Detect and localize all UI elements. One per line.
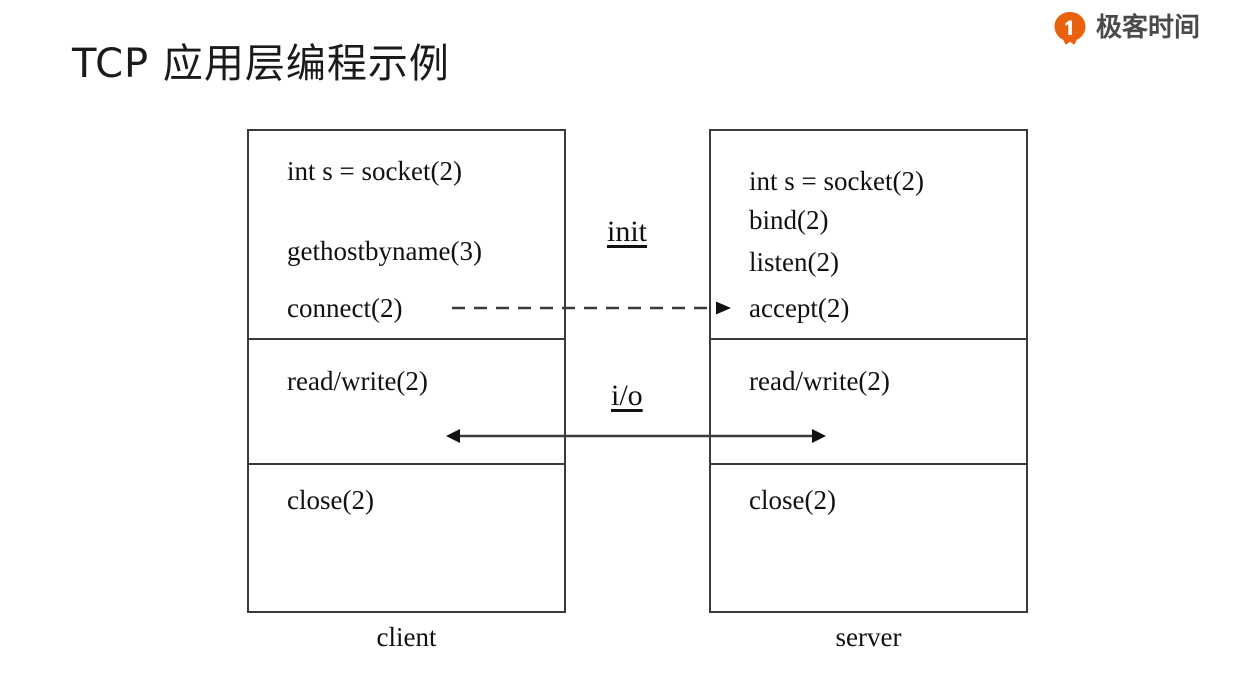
- init-phase-label: init: [607, 215, 648, 248]
- client-init-line-2: gethostbyname(3): [287, 236, 482, 266]
- client-close-line-1: close(2): [287, 485, 374, 515]
- server-io-line-1: read/write(2): [749, 366, 890, 396]
- server-init-line-4: accept(2): [749, 293, 850, 323]
- io-bidirectional-arrow-icon: [446, 426, 826, 446]
- io-phase-label: i/o: [611, 379, 643, 412]
- server-io-section: read/write(2): [711, 340, 1026, 465]
- server-init-section: int s = socket(2) bind(2) listen(2) acce…: [711, 131, 1026, 340]
- server-caption: server: [835, 622, 902, 652]
- client-io-section: read/write(2): [249, 340, 564, 465]
- client-init-section: int s = socket(2) gethostbyname(3) conne…: [249, 131, 564, 340]
- client-init-line-1: int s = socket(2): [287, 156, 462, 186]
- client-close-section: close(2): [249, 465, 564, 611]
- server-close-section: close(2): [711, 465, 1026, 611]
- server-close-line-1: close(2): [749, 485, 836, 515]
- server-init-line-1: int s = socket(2): [749, 166, 924, 196]
- page-title: TCP 应用层编程示例: [72, 41, 450, 87]
- client-init-line-3: connect(2): [287, 293, 403, 323]
- server-init-line-2: bind(2): [749, 205, 829, 235]
- client-column: int s = socket(2) gethostbyname(3) conne…: [247, 129, 566, 613]
- brand-logo: 极客时间: [1052, 8, 1232, 48]
- client-io-line-1: read/write(2): [287, 366, 428, 396]
- client-caption: client: [376, 622, 437, 652]
- server-init-line-3: listen(2): [749, 247, 839, 277]
- brand-name: 极客时间: [1096, 13, 1201, 43]
- geektime-logo-icon: [1052, 10, 1088, 46]
- init-dashed-arrow-icon: [452, 299, 732, 317]
- server-column: int s = socket(2) bind(2) listen(2) acce…: [709, 129, 1028, 613]
